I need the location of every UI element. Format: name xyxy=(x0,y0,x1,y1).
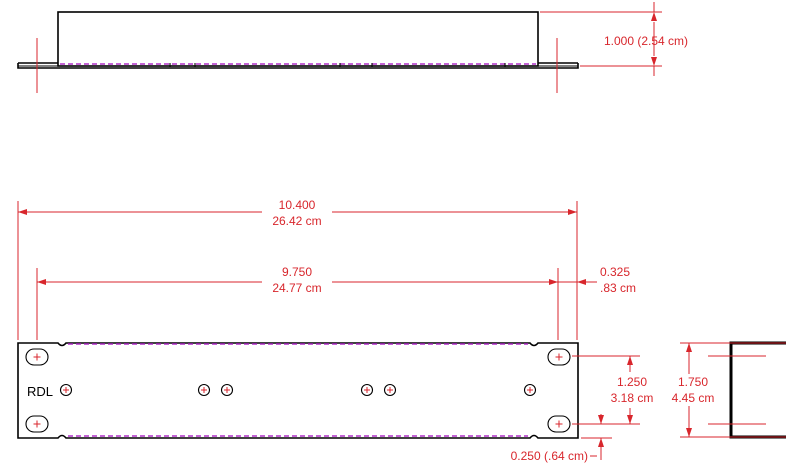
hole-spacing-inches: 9.750 xyxy=(282,265,312,279)
bottom-offset-label: 0.250 (.64 cm) xyxy=(511,449,588,463)
panel-screw-4 xyxy=(360,383,374,397)
panel-height-cm: 4.45 cm xyxy=(672,391,715,405)
panel-screw-2 xyxy=(197,383,211,397)
side-profile-bracket xyxy=(729,341,786,439)
overall-width-inches: 10.400 xyxy=(279,198,316,212)
rack-slot-top-right xyxy=(547,348,571,366)
panel-screw-1 xyxy=(59,383,73,397)
top-view: 1.000 (2.54 cm) xyxy=(17,2,688,93)
overall-width-cm: 26.42 cm xyxy=(272,214,321,228)
overall-width-dimension: 10.400 26.42 cm xyxy=(17,198,578,340)
hole-pitch-inches: 1.250 xyxy=(617,375,647,389)
top-view-chassis xyxy=(57,11,539,67)
rack-slot-bottom-right xyxy=(547,415,571,433)
edge-offset-dimension: 0.325 .83 cm xyxy=(558,265,636,295)
brand-label: RDL xyxy=(27,384,53,399)
rack-slot-top-left xyxy=(25,348,49,366)
rack-slot-bottom-left xyxy=(25,415,49,433)
edge-offset-inches: 0.325 xyxy=(600,265,630,279)
height-dimension-label: 1.000 (2.54 cm) xyxy=(604,34,688,48)
hole-spacing-cm: 24.77 cm xyxy=(272,281,321,295)
front-panel-outline xyxy=(17,342,579,439)
height-dimension: 1.000 (2.54 cm) xyxy=(540,2,688,76)
top-view-tabs xyxy=(169,63,506,67)
side-profile: 1.750 4.45 cm xyxy=(672,341,786,439)
panel-screw-6 xyxy=(523,383,537,397)
front-panel: RDL xyxy=(17,342,579,439)
panel-height-inches: 1.750 xyxy=(678,375,708,389)
edge-offset-cm: .83 cm xyxy=(600,281,636,295)
panel-screw-5 xyxy=(383,383,397,397)
hole-pitch-cm: 3.18 cm xyxy=(611,391,654,405)
hole-pitch-dimension: 1.250 3.18 cm xyxy=(572,355,654,425)
panel-screw-3 xyxy=(220,383,234,397)
hole-spacing-dimension: 9.750 24.77 cm xyxy=(36,265,559,340)
bottom-offset-dimension: 0.250 (.64 cm) xyxy=(511,414,612,463)
